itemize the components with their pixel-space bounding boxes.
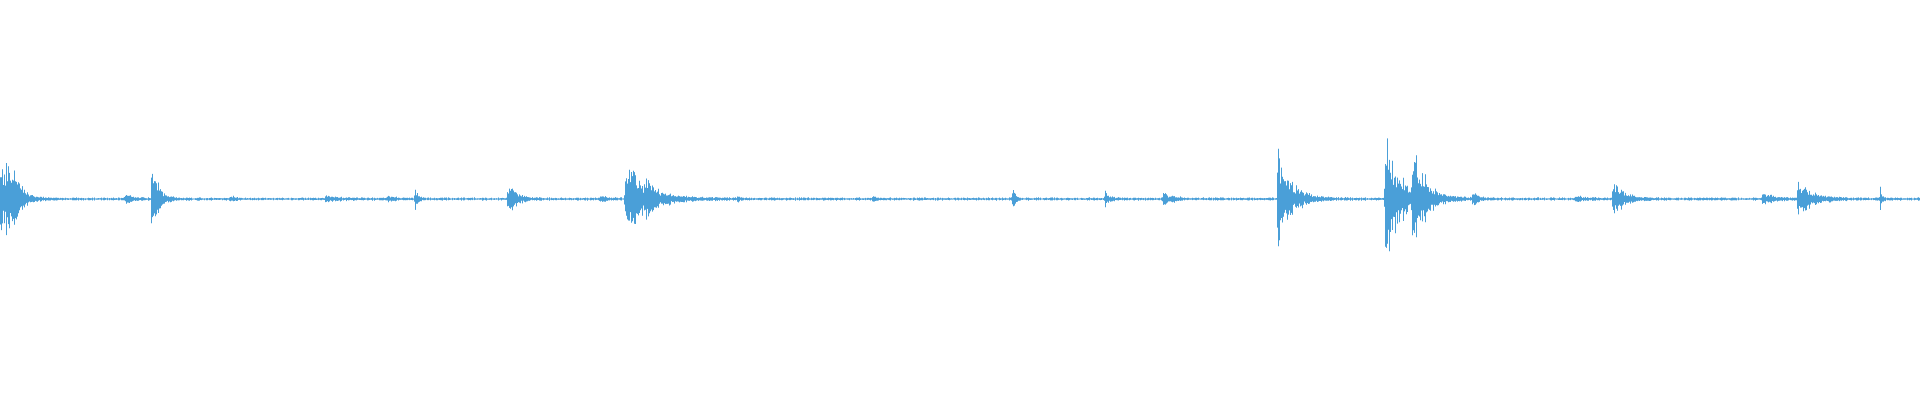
waveform-trace — [0, 138, 1920, 252]
